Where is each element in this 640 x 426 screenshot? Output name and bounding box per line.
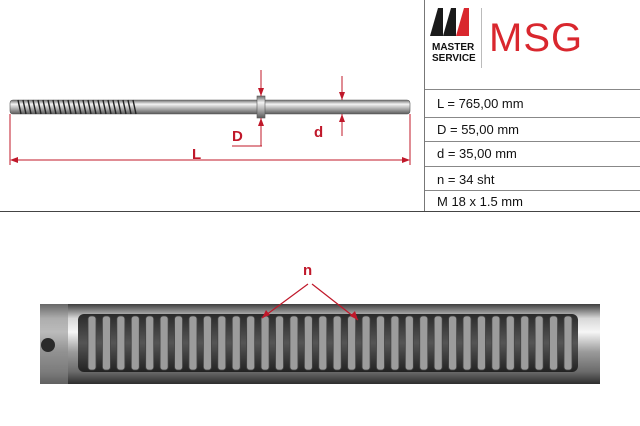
label-n: n bbox=[303, 262, 313, 279]
rack-tooth bbox=[303, 315, 313, 371]
logo-divider bbox=[481, 8, 482, 68]
thread-mark bbox=[57, 99, 62, 115]
thread-mark bbox=[22, 99, 27, 115]
thread-mark bbox=[72, 99, 77, 115]
thread-mark bbox=[102, 99, 107, 115]
rack-tooth bbox=[462, 315, 472, 371]
thread-mark bbox=[17, 99, 22, 115]
thread-mark bbox=[97, 99, 102, 115]
thread-mark bbox=[107, 99, 112, 115]
rack-tooth bbox=[231, 315, 241, 371]
rack-tooth bbox=[289, 315, 299, 371]
rack-tooth bbox=[246, 315, 256, 371]
thread-mark bbox=[92, 99, 97, 115]
thread-mark bbox=[47, 99, 52, 115]
rack-tooth bbox=[174, 315, 183, 371]
thread-mark bbox=[37, 99, 42, 115]
logo-service-text: SERVICE bbox=[432, 53, 476, 64]
rack-tooth bbox=[318, 315, 328, 371]
thread-mark bbox=[122, 99, 127, 115]
rack-tooth bbox=[116, 315, 126, 371]
arrow-n-right bbox=[311, 283, 359, 321]
thread-mark bbox=[62, 99, 67, 115]
rack-tooth bbox=[202, 315, 212, 371]
thread-mark bbox=[112, 99, 117, 115]
label-d: d bbox=[314, 124, 324, 141]
rack-teeth bbox=[87, 315, 573, 371]
rack-tooth bbox=[491, 315, 501, 371]
thread-mark bbox=[42, 99, 47, 115]
thread-mark bbox=[117, 99, 122, 115]
spec-thread: M 18 x 1.5 mm bbox=[437, 194, 523, 209]
rack-tooth bbox=[159, 315, 169, 371]
rack-end-hole bbox=[41, 338, 55, 352]
section-divider bbox=[0, 211, 640, 212]
thread-mark bbox=[27, 99, 32, 115]
rack-tooth bbox=[376, 315, 385, 371]
rack-tooth bbox=[505, 315, 515, 371]
logo-master-text: MASTER bbox=[432, 42, 475, 53]
arrow-n-left bbox=[261, 283, 309, 319]
rack-tooth bbox=[433, 315, 443, 371]
thread-mark bbox=[32, 99, 37, 115]
shaft-drawing bbox=[9, 70, 411, 165]
spec-diameter-D: D = 55,00 mm bbox=[437, 122, 520, 137]
rack-tooth bbox=[390, 315, 400, 371]
shaft-collar bbox=[256, 95, 266, 119]
thread-mark bbox=[52, 99, 57, 115]
rack-tooth bbox=[130, 315, 140, 371]
msg-m-mark-icon bbox=[430, 8, 469, 36]
label-L: L bbox=[192, 146, 202, 163]
rack-tooth bbox=[260, 315, 270, 371]
thread-mark bbox=[77, 99, 82, 115]
spec-teeth-count: n = 34 sht bbox=[437, 172, 495, 187]
rack-tooth bbox=[347, 315, 357, 371]
spec-diameter-d: d = 35,00 mm bbox=[437, 146, 517, 161]
rack-tooth bbox=[520, 315, 530, 371]
brand-logo-text: MSG bbox=[489, 16, 584, 60]
rack-tooth bbox=[145, 315, 155, 371]
rack-tooth bbox=[419, 315, 429, 371]
rack-detail-view bbox=[40, 283, 600, 384]
spec-length: L = 765,00 mm bbox=[437, 96, 524, 111]
threaded-section bbox=[17, 99, 137, 115]
rack-tooth bbox=[563, 315, 573, 371]
thread-mark bbox=[82, 99, 87, 115]
rack-tooth bbox=[275, 315, 284, 371]
rack-tooth bbox=[102, 315, 111, 371]
rack-tooth bbox=[448, 315, 458, 371]
rack-tooth bbox=[188, 315, 198, 371]
thread-mark bbox=[67, 99, 72, 115]
rack-tooth bbox=[404, 315, 414, 371]
table-divider bbox=[424, 0, 425, 212]
rack-tooth bbox=[549, 315, 558, 371]
rack-tooth bbox=[477, 315, 486, 371]
rack-tooth bbox=[361, 315, 371, 371]
thread-mark bbox=[127, 99, 132, 115]
thread-mark bbox=[87, 99, 92, 115]
rack-tooth bbox=[332, 315, 342, 371]
thread-mark bbox=[132, 99, 137, 115]
rack-tooth bbox=[217, 315, 227, 371]
label-D: D bbox=[232, 128, 243, 145]
rack-tooth bbox=[534, 315, 544, 371]
rack-tooth bbox=[87, 315, 97, 371]
